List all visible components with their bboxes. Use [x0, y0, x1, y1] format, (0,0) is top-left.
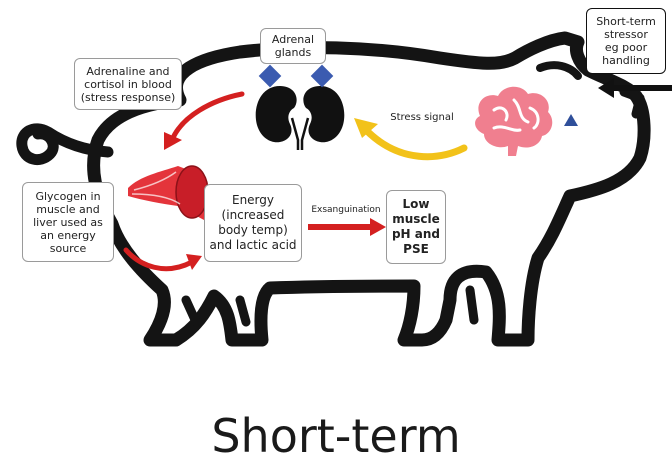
exsanguination-label: Exsanguination: [306, 205, 386, 215]
adrenaline-cortisol-label: Adrenaline and cortisol in blood (stress…: [74, 58, 182, 110]
pig-nose: [624, 92, 640, 114]
energy-label: Energy (increased body temp) and lactic …: [204, 184, 302, 262]
diagram-caption: Short-term: [0, 410, 672, 462]
stress-signal-label: Stress signal: [382, 112, 462, 123]
adrenal-glands-label: Adrenal glands: [260, 28, 326, 64]
adrenal-left-icon: [259, 65, 282, 88]
exsanguination-arrowhead: [370, 218, 386, 236]
short-term-stressor-label: Short-term stressor eg poor handling: [586, 8, 666, 74]
kidney-left-icon: [256, 86, 297, 142]
ureter-lines: [292, 118, 308, 150]
stress-signal-arrow: [366, 130, 464, 157]
pig-ear: [540, 65, 578, 76]
outcome-label: Low muscle pH and PSE: [386, 190, 446, 264]
brain-icon: [475, 87, 552, 156]
glycogen-label: Glycogen in muscle and liver used as an …: [22, 182, 114, 262]
kidney-right-icon: [303, 86, 344, 142]
adrenal-right-icon: [311, 65, 334, 88]
eye-icon: [564, 114, 578, 126]
